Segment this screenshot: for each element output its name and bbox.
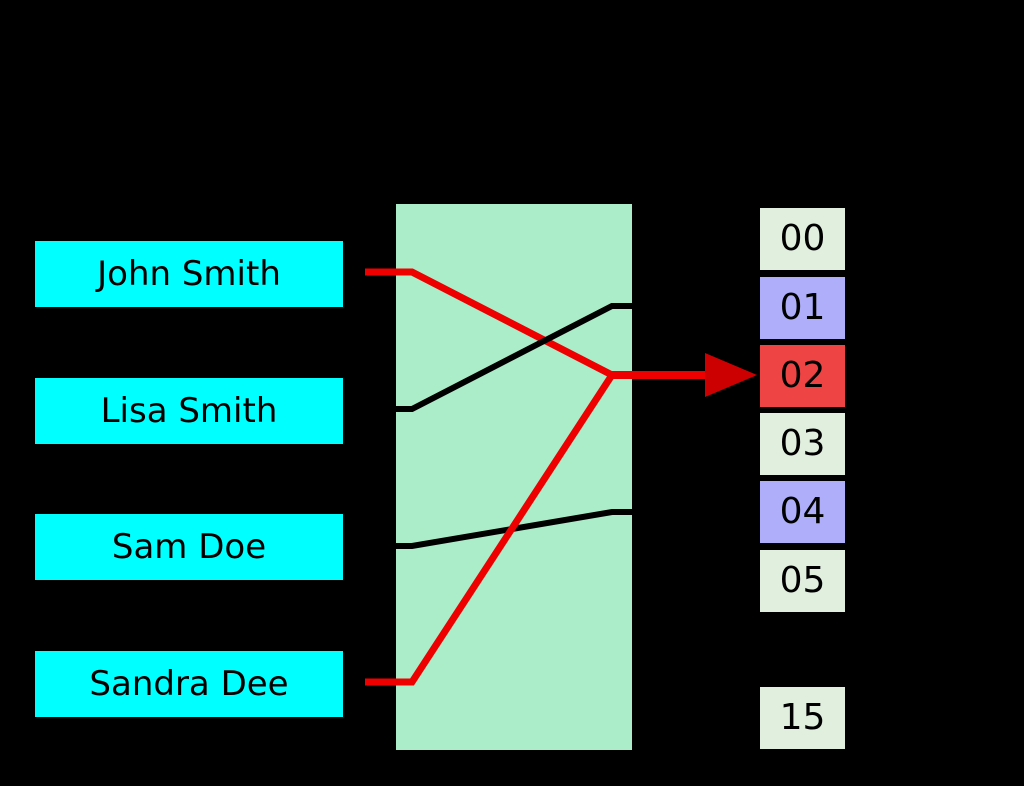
bucket-cell[interactable]: 04: [760, 481, 845, 543]
bucket-cell[interactable]: 15: [760, 687, 845, 749]
bucket-cell[interactable]: 02: [760, 345, 845, 407]
bucket-index-label: 00: [779, 218, 826, 259]
hash-function-region: [396, 204, 632, 750]
collision-arrowhead: [705, 353, 757, 397]
bucket-index-label: 15: [779, 697, 826, 738]
bucket-index-label: 03: [779, 423, 826, 464]
bucket-index-label: 01: [779, 287, 826, 328]
key-label: Sam Doe: [111, 527, 267, 567]
key-box[interactable]: Sam Doe: [35, 514, 343, 580]
key-box[interactable]: John Smith: [35, 241, 343, 307]
bucket-cell[interactable]: 00: [760, 208, 845, 270]
key-label: John Smith: [97, 254, 281, 294]
bucket-cell[interactable]: 01: [760, 277, 845, 339]
bucket-index-label: 02: [779, 355, 826, 396]
key-box[interactable]: Sandra Dee: [35, 651, 343, 717]
bucket-cell[interactable]: 03: [760, 413, 845, 475]
key-label: Lisa Smith: [100, 391, 278, 431]
bucket-cell[interactable]: 05: [760, 550, 845, 612]
key-box[interactable]: Lisa Smith: [35, 378, 343, 444]
bucket-index-label: 04: [779, 491, 826, 532]
key-label: Sandra Dee: [89, 664, 289, 704]
bucket-index-label: 05: [779, 560, 826, 601]
